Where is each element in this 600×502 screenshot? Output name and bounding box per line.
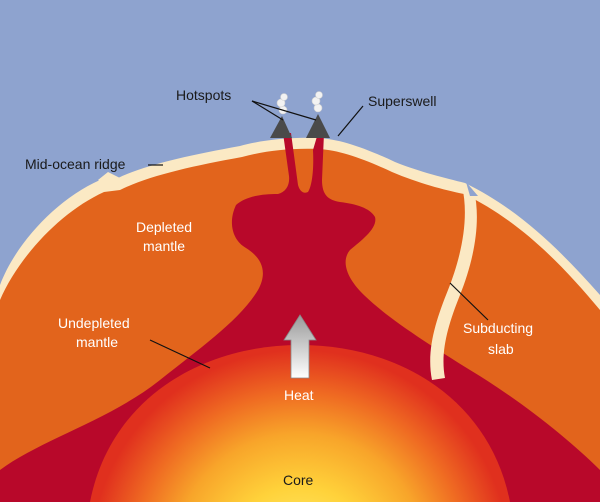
leader-subducting-slab <box>449 282 489 321</box>
label-undepleted-mantle-line1: Undepleted <box>58 315 130 331</box>
heat-arrow-icon <box>283 314 317 379</box>
volcano-left <box>270 116 292 138</box>
mid-ocean-ridge-notch <box>98 172 120 188</box>
leader-superswell <box>337 105 364 137</box>
label-heat: Heat <box>284 387 314 403</box>
label-depleted-mantle-line2: mantle <box>143 238 185 254</box>
label-depleted-mantle-line1: Depleted <box>136 219 192 235</box>
label-core: Core <box>283 472 314 488</box>
label-undepleted-mantle-line2: mantle <box>76 334 118 350</box>
leader-hotspots-left <box>251 100 284 121</box>
label-mid-ocean-ridge: Mid-ocean ridge <box>25 156 126 172</box>
smoke-right-icon <box>311 91 323 113</box>
trench <box>466 182 478 196</box>
label-hotspots: Hotspots <box>176 87 231 103</box>
label-subducting-slab-line1: Subducting <box>463 320 533 336</box>
label-subducting-slab-line2: slab <box>488 341 514 357</box>
label-superswell: Superswell <box>368 93 436 109</box>
volcano-right <box>306 114 330 138</box>
leader-undepleted-mantle <box>149 339 211 369</box>
subducting-slab <box>430 186 477 380</box>
leader-hotspots-right <box>251 100 317 121</box>
core-layer <box>90 345 510 502</box>
